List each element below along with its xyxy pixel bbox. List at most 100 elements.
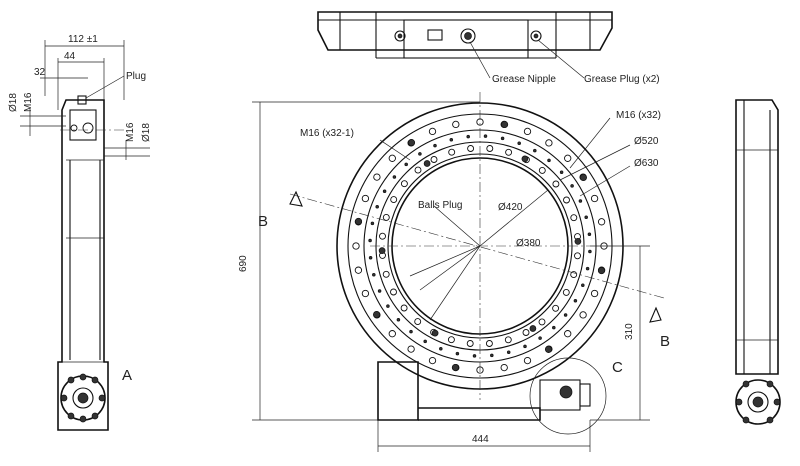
bolt-hole (400, 180, 408, 188)
bolt-hole (430, 156, 438, 163)
bolt-hole (578, 199, 583, 203)
bolt-hole (379, 232, 386, 240)
bolt-hole (523, 356, 532, 365)
bolt-hole (581, 283, 585, 287)
balls-plug-label: Balls Plug (418, 200, 462, 211)
bolt-hole (552, 304, 560, 312)
bolt-hole (361, 194, 370, 203)
bolt-hole (552, 180, 560, 188)
bolt-hole (500, 363, 508, 372)
bolt-hole (368, 256, 373, 260)
bolt-hole (467, 145, 475, 152)
left-side-view (20, 40, 150, 431)
bolt-hole (570, 184, 574, 188)
bolt-hole (447, 336, 455, 344)
bolt-hole (522, 329, 530, 336)
bolt-hole (597, 267, 606, 275)
bolt-hole (390, 196, 398, 204)
bolt-hole (483, 134, 488, 138)
bolt-hole (400, 304, 408, 312)
section-letter-b-right: B (660, 333, 670, 350)
bolt-hole (547, 158, 551, 163)
bolt-hole (388, 330, 396, 338)
bolt-hole (587, 232, 592, 236)
bolt-hole (390, 288, 397, 296)
bolt-hole (448, 148, 456, 156)
dim-44-top: 44 (64, 51, 76, 62)
bolt-hole (552, 325, 556, 330)
bolt-hole (579, 311, 587, 319)
bolt-hole (452, 120, 460, 129)
bolt-hole (407, 345, 415, 353)
bolt-hole (485, 340, 493, 347)
bolt-hole (472, 354, 477, 358)
bolt-hole (428, 356, 437, 365)
bolt-hole (423, 339, 427, 344)
view-letter-a: A (122, 367, 132, 384)
bolt-hole (574, 238, 582, 245)
bolt-hole (377, 289, 382, 293)
dim-d520: Ø520 (634, 136, 659, 147)
dim-112: 112 ±1 (68, 34, 98, 45)
right-side-view (735, 99, 781, 425)
grease-plug-label: Grease Plug (x2) (584, 74, 660, 85)
bolt-hole (523, 127, 532, 136)
bolt-hole (409, 329, 413, 334)
dim-32: 32 (34, 67, 46, 78)
bolt-hole (500, 136, 505, 141)
bolt-hole (505, 148, 513, 156)
bolt-hole (414, 166, 422, 174)
bolt-hole (523, 344, 527, 349)
bolt-hole (574, 252, 581, 260)
bolt-hole (373, 173, 381, 181)
bolt-hole (455, 351, 460, 356)
bolt-hole (373, 310, 381, 319)
bolt-hole (538, 336, 542, 340)
bolt-hole (386, 304, 390, 308)
bolt-hole (431, 329, 439, 337)
bolt-hole (570, 214, 578, 222)
dim-d630: Ø630 (634, 158, 659, 169)
bolt-hole (517, 141, 521, 145)
section-letter-b-left: B (258, 213, 268, 230)
bolt-hole (504, 336, 512, 344)
bolt-hole (382, 213, 390, 221)
front-view (252, 92, 665, 452)
bolt-hole (361, 289, 370, 298)
bolt-hole (466, 340, 474, 347)
dim-d18-left: Ø18 (8, 93, 19, 112)
dim-d380: Ø380 (516, 238, 541, 249)
bolt-hole (538, 166, 546, 174)
bolt-hole (563, 313, 568, 317)
dim-d18-right: Ø18 (141, 123, 152, 142)
bolt-hole (590, 194, 599, 203)
bolt-hole (418, 152, 422, 156)
m16-x32-label: M16 (x32) (616, 110, 661, 121)
bolt-hole (352, 242, 360, 250)
bolt-hole (439, 347, 443, 351)
bolt-hole (396, 318, 401, 322)
bolt-hole (414, 318, 422, 326)
bolt-hole (370, 221, 375, 226)
dim-690: 690 (238, 255, 249, 272)
bolt-hole (378, 247, 386, 254)
dim-d420: Ø420 (498, 202, 523, 213)
bolt-hole (368, 238, 372, 243)
bolt-hole (486, 145, 494, 152)
top-view (317, 11, 613, 79)
bolt-hole (584, 215, 588, 220)
bolt-hole (579, 173, 587, 182)
bolt-hole (563, 196, 570, 204)
dim-m16-right: M16 (125, 122, 136, 142)
dim-444: 444 (472, 434, 489, 445)
bolt-hole (521, 155, 529, 163)
bolt-hole-pattern (352, 118, 608, 374)
bolt-hole (428, 127, 437, 136)
bolt-hole (490, 353, 494, 358)
bolt-hole (449, 138, 454, 142)
bolt-hole (564, 154, 572, 162)
bolt-hole (564, 330, 572, 338)
bolt-hole (433, 143, 437, 148)
grease-nipple-label: Grease Nipple (492, 74, 556, 85)
